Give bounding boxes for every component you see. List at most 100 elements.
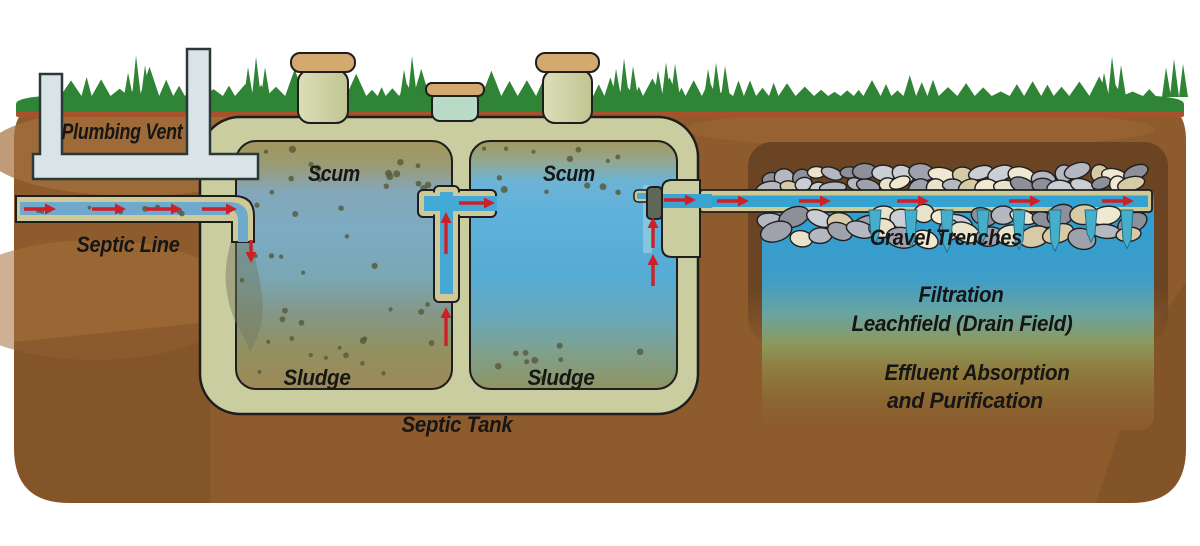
waste-particle — [500, 186, 508, 193]
waste-particle — [636, 348, 644, 356]
waste-particle — [415, 163, 421, 169]
dirt-light-patch — [685, 110, 1155, 148]
waste-particle — [317, 177, 323, 183]
flow-arrow — [897, 195, 929, 207]
waste-particle — [428, 340, 435, 346]
effluent-drip — [1048, 209, 1062, 253]
waste-particle — [282, 307, 288, 314]
flow-arrow — [664, 194, 696, 206]
flow-arrow — [647, 217, 659, 248]
flow-arrow — [146, 203, 182, 215]
flow-arrow-head — [1030, 195, 1041, 207]
flow-arrow-head — [647, 254, 659, 265]
waste-particle — [40, 210, 44, 214]
riser-cap — [535, 52, 600, 73]
plumbing-vent-pipe — [31, 47, 260, 181]
flow-arrow-head — [484, 197, 495, 209]
gravel-stone — [759, 220, 793, 243]
access-riser-2 — [425, 82, 485, 122]
gravel-stone — [889, 175, 911, 190]
effluent-drip — [1120, 209, 1134, 250]
flow-arrow-head — [115, 203, 126, 215]
waste-particle — [298, 319, 305, 326]
flow-arrow — [440, 212, 452, 254]
waste-particle — [278, 254, 284, 259]
waste-particle — [397, 159, 404, 166]
waste-particle — [415, 180, 422, 187]
dirt-dark-patch — [14, 322, 210, 503]
waste-particle — [418, 308, 425, 315]
flow-arrow-head — [171, 203, 182, 215]
flow-arrow — [799, 195, 831, 207]
flow-arrow — [440, 307, 452, 346]
flow-arrow-head — [45, 203, 56, 215]
waste-particle — [558, 357, 564, 362]
waste-particle — [503, 146, 509, 151]
flow-arrows — [24, 194, 1134, 346]
waste-particle — [338, 205, 344, 211]
waste-particle — [266, 339, 271, 344]
effluent-drip — [868, 209, 882, 245]
waste-particle — [531, 356, 539, 364]
waste-particle — [292, 211, 299, 217]
outlet-assembly — [633, 179, 712, 258]
waste-particle — [257, 369, 262, 374]
waste-particle — [359, 337, 367, 345]
flow-arrow — [717, 195, 749, 207]
tank-chamber-2 — [469, 140, 678, 390]
waste-particle — [263, 149, 269, 154]
flow-arrow-head — [1123, 195, 1134, 207]
plumbing-vent-label: Plumbing Vent — [62, 119, 185, 144]
waste-particle — [360, 361, 365, 366]
chamber1-sludge-label: Sludge — [284, 365, 351, 390]
waste-particle — [239, 277, 245, 283]
waste-particle — [388, 307, 393, 312]
flow-arrow — [24, 203, 56, 215]
waste-particle — [323, 355, 328, 360]
flow-arrow-head — [738, 195, 749, 207]
riser-cap — [425, 82, 485, 97]
flow-arrow-head — [918, 195, 929, 207]
waste-particles — [239, 145, 644, 381]
diagram-labels: Plumbing Vent Septic Line Scum Scum Slud… — [62, 119, 1073, 437]
riser-body — [542, 69, 593, 124]
waste-particle — [279, 316, 286, 323]
flow-arrow-head — [245, 252, 257, 263]
waste-particle — [496, 175, 503, 181]
waste-particle — [254, 202, 260, 208]
riser-cap — [290, 52, 356, 73]
flow-arrow — [1009, 195, 1041, 207]
flow-arrow-head — [647, 217, 659, 228]
flow-arrow-head — [226, 203, 237, 215]
grass-tuft — [124, 55, 150, 97]
effluent-drips — [868, 209, 1134, 254]
waste-particle — [599, 183, 607, 191]
outlet-riser-pipe — [643, 185, 652, 253]
riser-body — [297, 69, 349, 124]
grass-tuft — [704, 62, 730, 97]
waste-particle — [425, 302, 430, 307]
dirt-light-patch — [0, 240, 240, 360]
waste-particle — [269, 189, 275, 195]
inter-chamber-baffle — [417, 185, 497, 303]
waste-particle — [524, 359, 530, 365]
access-riser-1 — [290, 52, 356, 124]
flow-arrow-head — [820, 195, 831, 207]
waste-particle — [308, 352, 313, 358]
waste-particle — [289, 336, 295, 341]
flow-arrow-head — [440, 307, 452, 318]
waste-particle — [494, 362, 502, 370]
effluent-drip — [1012, 209, 1026, 251]
waste-particle — [381, 371, 386, 376]
waste-particle — [513, 350, 519, 357]
waste-particle — [308, 161, 314, 168]
effluent-absorption-label-line1: Effluent Absorption — [885, 360, 1070, 385]
effluent-drip — [976, 209, 990, 243]
filtration-label: Filtration — [919, 282, 1004, 307]
flow-arrow-head — [440, 212, 452, 223]
access-riser-3 — [535, 52, 600, 124]
effluent-absorption-label-line2: and Purification — [887, 388, 1043, 413]
grass-tuft — [1162, 58, 1188, 97]
